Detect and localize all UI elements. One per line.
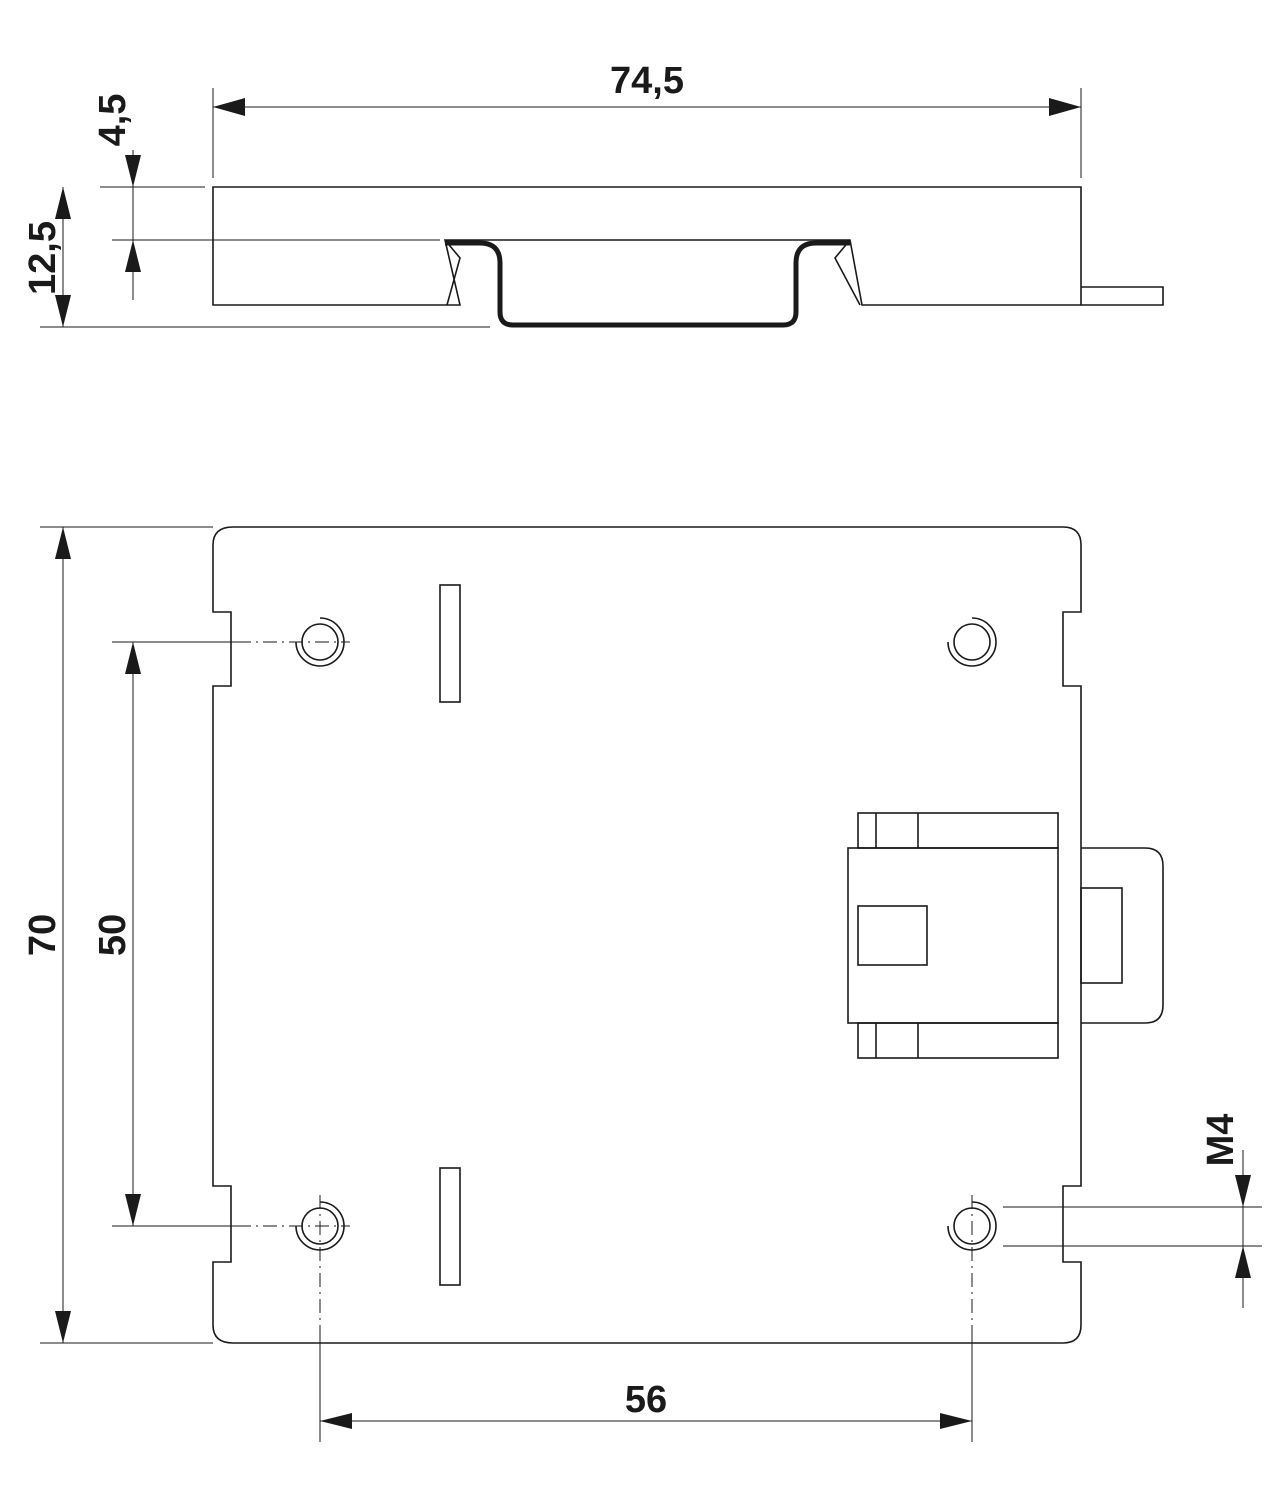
base-plate <box>212 526 1082 1344</box>
dim-total-height: 12,5 <box>22 221 64 295</box>
dim-overall-width: 74,5 <box>610 60 684 102</box>
side-view: 74,5 4,5 12,5 <box>22 60 1164 328</box>
dim-offset-top: 4,5 <box>92 94 134 147</box>
dim-hole-horizontal-pitch: 56 <box>625 1379 667 1421</box>
din-rail-profile <box>445 240 850 328</box>
hole-top-right <box>947 617 997 667</box>
dim-hole-vertical-pitch: 50 <box>92 914 134 956</box>
dim-overall-height: 70 <box>22 914 64 956</box>
dim-thread-size: M4 <box>1200 1114 1242 1167</box>
slot-bottom <box>439 1167 461 1286</box>
slot-top <box>439 584 461 703</box>
front-view: 70 50 56 M4 <box>22 526 1262 1442</box>
latch-assembly <box>847 812 1164 1059</box>
